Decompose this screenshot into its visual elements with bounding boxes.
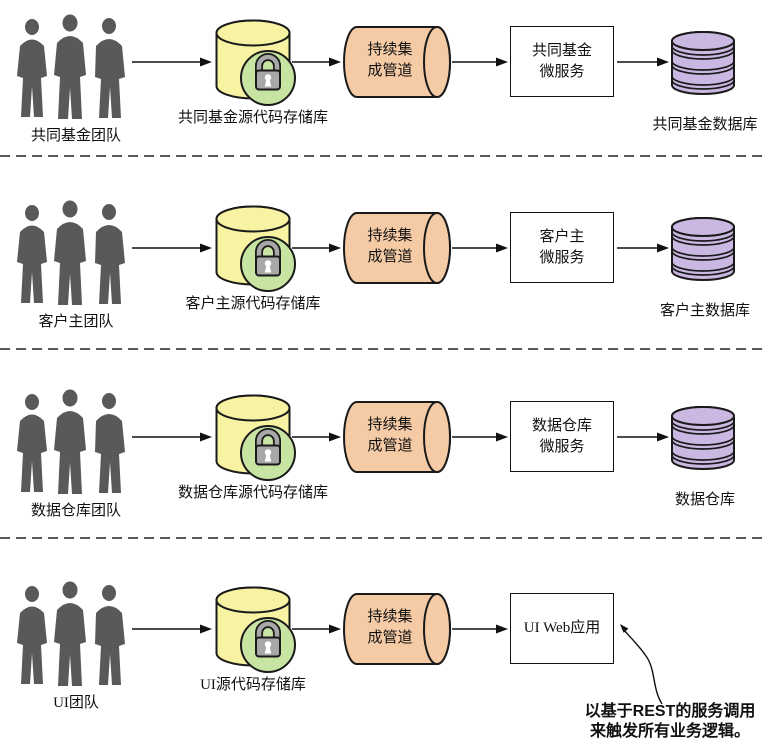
flow-arrow-icon — [292, 57, 341, 67]
ci-pipeline-label-line1: 持续集 — [367, 42, 413, 58]
flow-arrow-icon — [617, 432, 669, 442]
flow-arrow-icon — [617, 57, 669, 67]
dashed-separator — [0, 537, 762, 539]
flow-arrow-icon — [452, 432, 508, 442]
team-label: 客户主团队 — [38, 314, 114, 330]
repo-label: UI源代码存储库 — [200, 677, 306, 693]
microservice-box: 数据仓库微服务 — [510, 401, 614, 472]
source-repo-cylinder-lock-icon — [215, 586, 300, 676]
dashed-separator — [0, 348, 762, 350]
database-label: 共同基金数据库 — [652, 117, 758, 133]
team-label: 共同基金团队 — [30, 128, 121, 144]
microservice-label-line1: 数据仓库 — [531, 417, 592, 434]
flow-arrow-icon — [132, 432, 212, 442]
flow-arrow-icon — [292, 624, 341, 634]
microservice-box: 客户主微服务 — [510, 212, 614, 283]
database-label: 数据仓库 — [674, 492, 735, 508]
flow-arrow-icon — [452, 57, 508, 67]
flow-arrow-icon — [132, 624, 212, 634]
repo-label: 共同基金源代码存储库 — [177, 110, 328, 126]
microservice-label-line1: 共同基金 — [531, 42, 592, 59]
flow-arrow-icon — [292, 432, 341, 442]
ci-pipeline-label: 持续集成管道 — [345, 40, 435, 82]
repo-label: 数据仓库源代码存储库 — [177, 485, 328, 501]
flow-arrow-icon — [132, 57, 212, 67]
flow-arrow-icon — [132, 243, 212, 253]
microservice-box: 共同基金微服务 — [510, 26, 614, 97]
database-label: 客户主数据库 — [659, 303, 750, 319]
flow-arrow-icon — [452, 624, 508, 634]
team-label: 数据仓库团队 — [30, 503, 121, 519]
annotation-text: 以基于REST的服务调用 来触发所有业务逻辑。 — [578, 702, 762, 742]
microservice-label-line1: 客户主 — [539, 228, 585, 245]
ci-pipeline-label-line2: 成管道 — [367, 249, 413, 265]
ci-pipeline-label: 持续集成管道 — [345, 607, 435, 649]
ci-pipeline-label-line1: 持续集 — [367, 609, 413, 625]
dashed-separator — [0, 155, 762, 157]
ci-pipeline-label-line1: 持续集 — [367, 228, 413, 244]
flow-arrow-icon — [452, 243, 508, 253]
flow-arrow-icon — [292, 243, 341, 253]
ui-web-app-label: UI Web应用 — [523, 620, 601, 636]
repo-label: 客户主源代码存储库 — [185, 296, 321, 312]
microservice-label-line2: 微服务 — [539, 63, 585, 80]
ci-pipeline-label: 持续集成管道 — [345, 226, 435, 268]
microservice-label-line2: 微服务 — [539, 438, 585, 455]
ci-pipeline-label-line2: 成管道 — [367, 438, 413, 454]
flow-arrow-icon — [617, 243, 669, 253]
microservice-label-line2: 微服务 — [539, 249, 585, 266]
team-label: UI团队 — [53, 695, 99, 711]
team-people-icon — [17, 581, 125, 686]
ci-pipeline-label-line2: 成管道 — [367, 63, 413, 79]
ui-web-app-box: UI Web应用 — [510, 593, 614, 664]
annotation-curved-arrow-icon — [620, 624, 663, 705]
annotation-line2: 来触发所有业务逻辑。 — [589, 723, 750, 740]
ci-pipeline-label: 持续集成管道 — [345, 415, 435, 457]
annotation-line1: 以基于REST的服务调用 — [584, 703, 756, 720]
ci-pipeline-label-line2: 成管道 — [367, 630, 413, 646]
ci-pipeline-label-line1: 持续集 — [367, 417, 413, 433]
